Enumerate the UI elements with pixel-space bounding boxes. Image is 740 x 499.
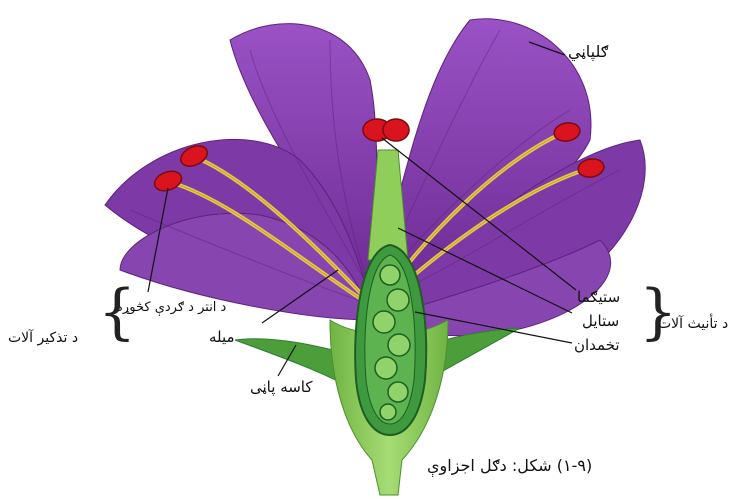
label-ovary: تخمدان (574, 336, 620, 354)
male-group-brace: { (98, 282, 136, 342)
female-group-brace: { (639, 282, 677, 342)
figure-caption: (۱-۹) شکل: دګل اجزاوې (427, 456, 592, 475)
label-style: ستايل (582, 312, 619, 330)
label-filament: ميله (209, 328, 235, 346)
label-female-group: د تأنيث آلات (658, 316, 728, 332)
label-male-group: د تذکير آلات (8, 330, 78, 346)
label-corolla: ګلپاڼي (568, 42, 608, 61)
stigma (363, 119, 409, 141)
label-stigma: ستيګما (577, 288, 620, 306)
label-calyx: کاسه پاڼی (250, 378, 313, 396)
